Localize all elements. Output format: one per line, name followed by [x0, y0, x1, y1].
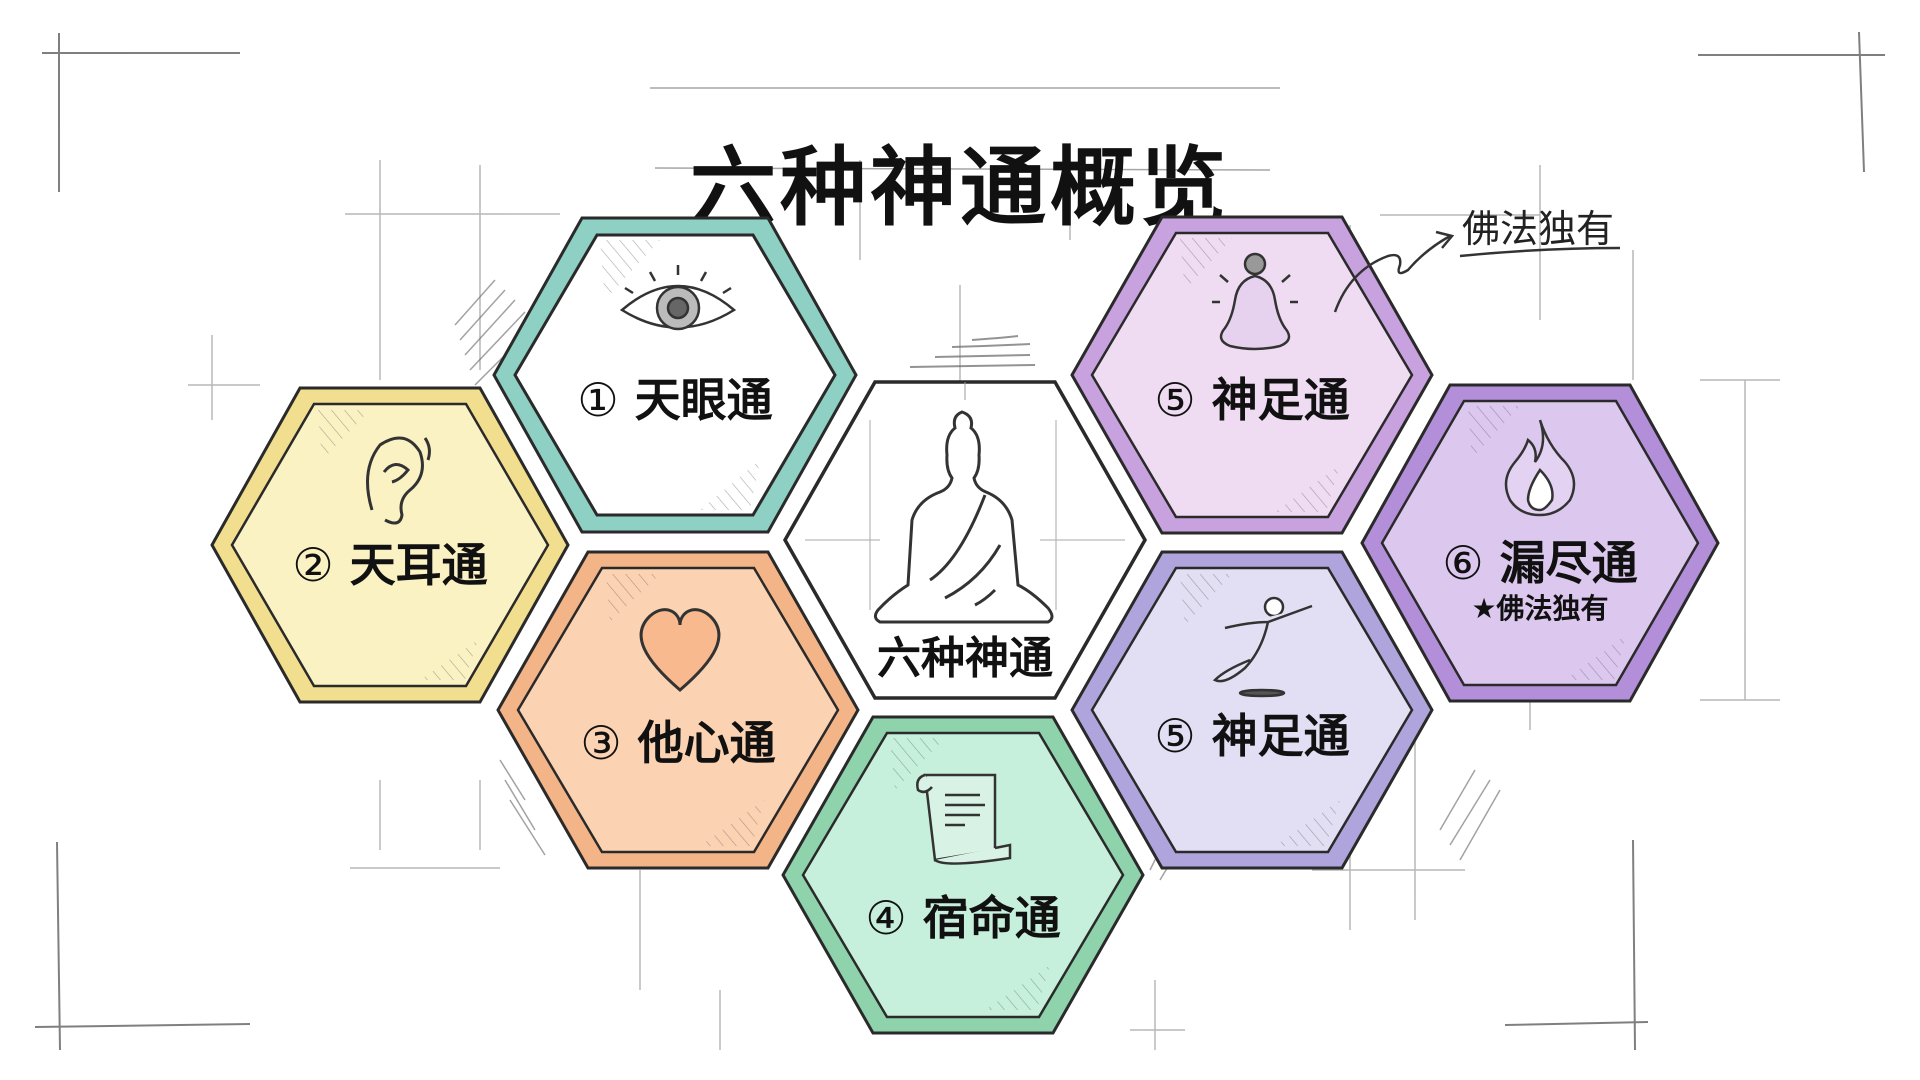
number-badge: ⑥ — [1442, 536, 1484, 590]
eye-icon — [619, 265, 737, 331]
annotation-text: 佛法独有 — [1462, 207, 1615, 251]
hex-name: 天眼通 — [634, 373, 773, 427]
hex-label-shenzu-top: ⑤ 神足通 — [1132, 372, 1372, 428]
exclusive-badge: ★佛法独有 — [1471, 592, 1609, 625]
hex-label-loujin: ⑥ 漏尽通 ★佛法独有 — [1420, 535, 1660, 627]
number-badge: ① — [577, 373, 619, 427]
hex-label-tianer: ② 天耳通 — [270, 537, 510, 593]
hex-name: 他心通 — [637, 716, 776, 770]
hex-name: 神足通 — [1211, 709, 1350, 763]
hex-label-taxin: ③ 他心通 — [558, 715, 798, 771]
hex-loujin[interactable] — [1360, 383, 1720, 703]
buddha-icon — [873, 410, 1054, 624]
number-badge: ② — [292, 538, 334, 592]
hex-name: 神足通 — [1211, 373, 1350, 427]
ear-icon — [366, 436, 431, 525]
hex-label-shenzu-bottom: ⑤ 神足通 — [1132, 708, 1372, 764]
hex-taxin[interactable] — [496, 550, 860, 870]
hex-shenzu-top[interactable] — [1070, 215, 1434, 535]
hex-tianer[interactable] — [210, 386, 570, 704]
number-badge: ⑤ — [1154, 373, 1196, 427]
heart-icon — [639, 608, 721, 692]
center-label: 六种神通 — [877, 633, 1053, 684]
meditation-icon — [1212, 252, 1298, 351]
hex-name: 漏尽通 — [1499, 536, 1638, 590]
hex-tianyan[interactable] — [492, 216, 858, 534]
number-badge: ④ — [865, 891, 907, 945]
number-badge: ⑤ — [1154, 709, 1196, 763]
curved-arrow-icon — [1333, 230, 1455, 313]
scroll-icon — [916, 773, 1012, 865]
annotation-underline — [1459, 246, 1621, 258]
hex-label-suming: ④ 宿命通 — [843, 890, 1083, 946]
flame-icon — [1504, 419, 1576, 517]
page-title: 六种神通概览 — [690, 137, 1230, 238]
hex-name: 宿命通 — [922, 891, 1061, 945]
hex-shenzu-bottom[interactable] — [1070, 550, 1434, 870]
flying-figure-icon — [1212, 596, 1313, 698]
number-badge: ③ — [580, 716, 622, 770]
hex-label-tianyan: ① 天眼通 — [555, 372, 795, 428]
hex-suming[interactable] — [781, 715, 1145, 1035]
hex-name: 天耳通 — [349, 538, 488, 592]
